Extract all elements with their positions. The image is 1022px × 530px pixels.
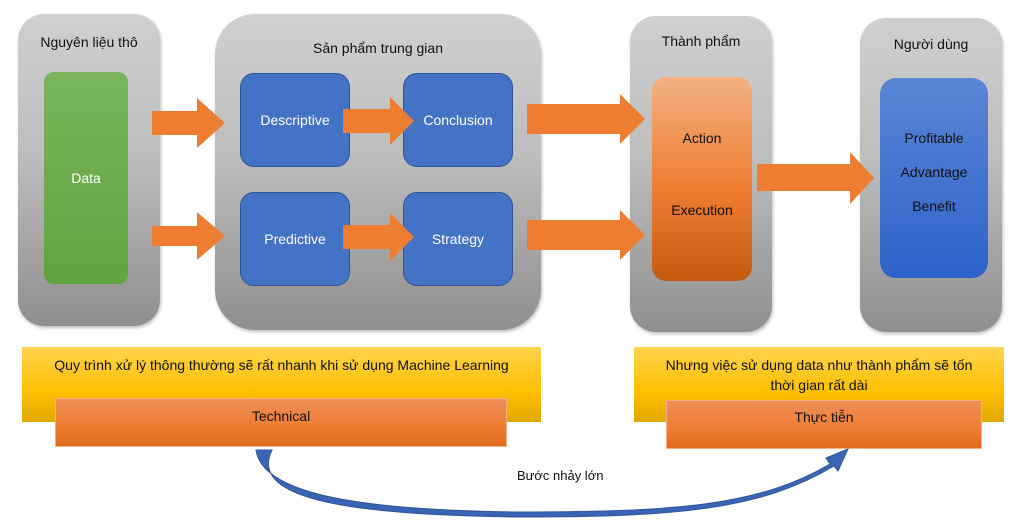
big-jump-label: Bước nhảy lớn: [517, 468, 604, 483]
data-box[interactable]: Data: [44, 72, 128, 284]
practice-tag[interactable]: Thực tiễn: [666, 400, 982, 449]
descriptive-box[interactable]: Descriptive: [240, 73, 350, 167]
strategy-box[interactable]: Strategy: [403, 192, 513, 286]
action-label: Action: [682, 130, 722, 146]
technical-label: Technical: [251, 408, 311, 424]
arrow-finished-to-users: [757, 152, 874, 204]
advantage-label: Advantage: [900, 164, 968, 180]
profitable-label: Profitable: [904, 130, 964, 146]
user-benefits-box[interactable]: Profitable Advantage Benefit: [880, 78, 988, 278]
execution-label: Execution: [671, 202, 733, 218]
intermediate-title: Sản phẩm trung gian: [313, 40, 443, 56]
predictive-box[interactable]: Predictive: [240, 192, 350, 286]
raw-material-panel: Nguyên liệu thô Data: [18, 14, 160, 326]
technical-tag[interactable]: Technical: [55, 398, 507, 447]
big-jump-arrow: [255, 448, 849, 518]
finished-title: Thành phẩm: [661, 33, 741, 49]
benefit-label: Benefit: [912, 198, 956, 214]
left-banner-text: Quy trình xử lý thông thường sẽ rất nhan…: [54, 357, 509, 373]
arrow-strategy-to-finished: [527, 210, 645, 260]
right-banner-text: Nhưng việc sử dụng data như thành phẩm s…: [665, 357, 973, 393]
conclusion-box[interactable]: Conclusion: [403, 73, 513, 167]
users-title: Người dùng: [893, 36, 969, 52]
action-execution-box[interactable]: Action Execution: [652, 77, 752, 281]
practice-label: Thực tiễn: [794, 409, 854, 425]
arrow-conclusion-to-finished: [527, 94, 645, 144]
raw-material-title: Nguyên liệu thô: [40, 34, 138, 50]
